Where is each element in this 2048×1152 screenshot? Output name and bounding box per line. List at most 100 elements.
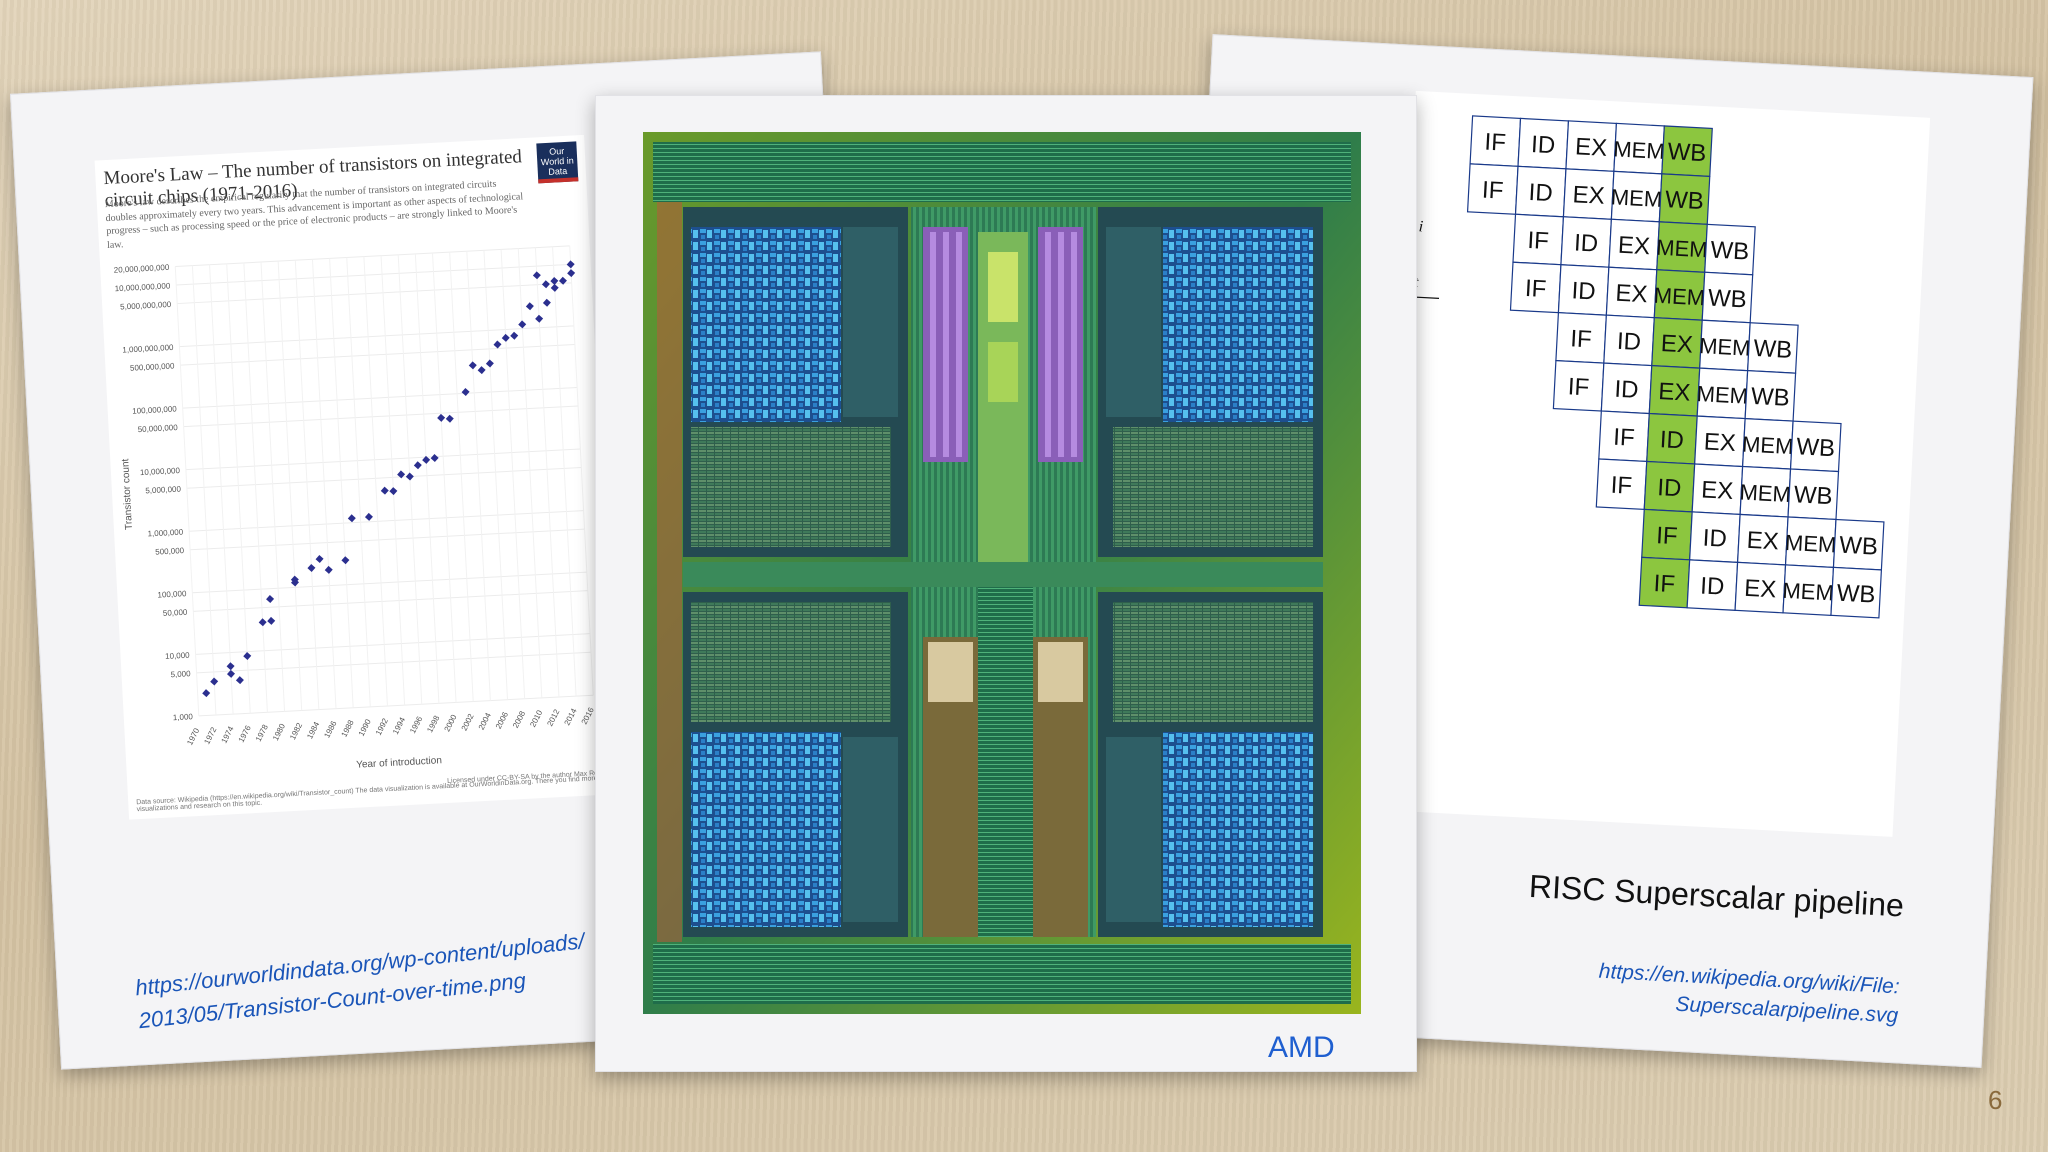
y-tick-label: 1,000 [173,712,194,722]
data-point [501,333,510,342]
pipeline-stage-label: WB [1707,284,1747,313]
pipeline-stage-label: ID [1614,376,1639,404]
pipeline-stage-label: IF [1610,472,1633,500]
x-tick-label: 2010 [528,708,544,728]
data-point [542,298,551,307]
y-tick-label: 5,000,000 [145,485,182,496]
pipeline-stage-label: IF [1484,129,1507,157]
pipeline-stage-label: MEM [1784,530,1837,558]
pipeline-stage-label: EX [1703,428,1736,457]
pipeline-stage-label: MEM [1699,333,1752,361]
pipeline-stage-label: MEM [1739,479,1792,507]
data-point [347,514,356,523]
data-point [405,472,414,481]
pipeline-stage-label: ID [1530,131,1555,159]
y-tick-label: 50,000,000 [137,423,178,434]
y-tick-label: 10,000,000,000 [114,281,171,293]
x-tick-label: 2008 [511,709,527,729]
x-tick-label: 1970 [185,726,201,746]
data-point [258,618,267,627]
amd-die-card: AMD [595,95,1417,1072]
pipeline-title: RISC Superscalar pipeline [1528,867,1905,924]
y-tick-label: 100,000,000 [132,404,177,415]
pipeline-stage-label: EX [1617,232,1650,261]
x-tick-label: 1994 [391,715,407,735]
x-tick-label: 2004 [477,711,493,731]
data-point [226,669,235,678]
source-url-left[interactable]: https://ourworldindata.org/wp-content/up… [134,924,590,1037]
pipeline-stage-label: IF [1570,325,1593,353]
data-point [445,414,454,423]
y-tick-label: 100,000 [157,589,187,600]
pipeline-stage-label: MEM [1610,184,1663,212]
pipeline-stage-label: WB [1796,433,1836,462]
x-tick-label: 2014 [563,706,579,726]
data-point [558,276,567,285]
x-tick-label: 1978 [254,723,270,743]
moores-law-chart: Moore's Law – The number of transistors … [94,134,619,820]
x-tick-label: 1980 [271,722,287,742]
y-tick-label: 500,000 [155,546,185,557]
data-point [468,361,477,370]
pipeline-stage-label: IF [1567,373,1590,401]
pipeline-stage-label: EX [1574,133,1607,162]
page-number: 6 [1988,1085,2003,1115]
pipeline-stage-label: ID [1659,426,1684,454]
pipeline-stage-label: IF [1481,177,1504,205]
y-tick-label: 500,000,000 [130,361,175,372]
x-tick-label: 2016 [580,706,596,726]
pipeline-stage-label: MEM [1782,578,1835,606]
y-tick-label: 10,000,000 [140,466,181,477]
data-point [266,595,275,604]
data-point [567,269,576,278]
y-tick-label: 20,000,000,000 [114,263,171,275]
pipeline-stage-label: MEM [1696,381,1749,409]
pipeline-stage-label: IF [1613,424,1636,452]
x-tick-label: 2012 [545,707,561,727]
pipeline-stage-label: ID [1657,474,1682,502]
data-point [267,616,276,625]
source-url-right[interactable]: https://en.wikipedia.org/wiki/File: Supe… [1597,957,1901,1031]
pipeline-stage-label: ID [1702,525,1727,553]
y-tick-label: 1,000,000 [147,528,184,539]
pipeline-stage-label: EX [1746,527,1779,556]
data-point [202,689,211,698]
data-point [210,677,219,686]
pipeline-stage-label: ID [1528,179,1553,207]
pipeline-stage-label: IF [1656,522,1679,550]
scatter-plot: 1,0005,00010,00050,000100,000500,0001,00… [114,245,596,771]
x-tick-label: 1988 [340,718,356,738]
x-tick-label: 2002 [460,712,476,732]
data-point [389,487,398,496]
pipeline-stage-label: EX [1701,476,1734,505]
x-tick-label: 2000 [442,713,458,733]
pipeline-stage-label: EX [1660,330,1693,359]
y-tick-label: 50,000 [163,608,188,618]
pipeline-stage-label: EX [1658,378,1691,407]
pipeline-stage-label: WB [1750,383,1790,412]
pipeline-stage-label: EX [1572,181,1605,210]
data-point [566,260,575,269]
data-point [493,340,502,349]
data-point [307,563,316,572]
pipeline-stage-label: EX [1744,575,1777,604]
data-point [535,314,544,323]
pipeline-stage-label: WB [1664,186,1704,215]
data-point [525,302,534,311]
pipeline-stage-label: WB [1710,237,1750,266]
data-point [380,486,389,495]
x-tick-label: 1984 [305,720,321,740]
data-point [550,283,559,292]
data-point [518,320,527,329]
pipeline-stage-label: WB [1836,580,1876,609]
data-point [291,578,299,587]
data-point [461,388,470,396]
pipeline-stage-label: WB [1793,481,1833,510]
amd-label: AMD [1268,1031,1335,1064]
y-tick-label: 10,000 [165,651,190,661]
x-tick-label: 1986 [322,719,338,739]
data-point [324,565,333,574]
